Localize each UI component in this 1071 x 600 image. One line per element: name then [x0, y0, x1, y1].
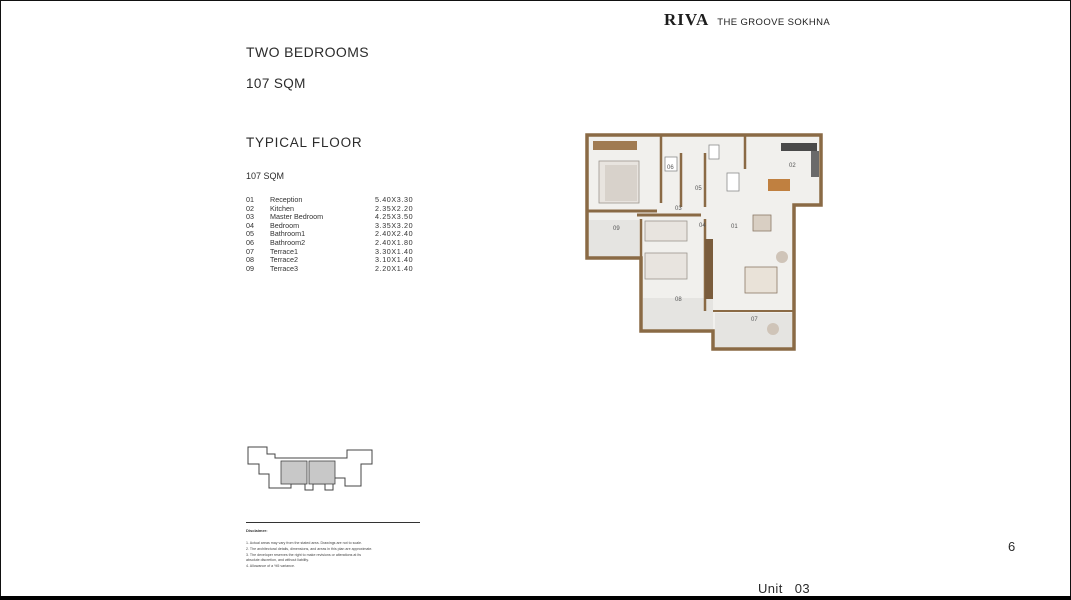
room-row: 01 Reception 5.40X3.30 [246, 195, 435, 205]
toilet-icon [664, 156, 678, 172]
room-dimensions: 2.40X1.80 [375, 237, 414, 247]
toilet-icon [726, 172, 740, 192]
floor-area: 107 SQM [246, 171, 285, 181]
kitchen-island-icon [768, 179, 790, 191]
plan-label-07: 07 [751, 317, 758, 323]
room-name: Bathroom2 [270, 237, 306, 247]
unit-number: 03 [794, 581, 810, 596]
terrace-1 [715, 313, 792, 347]
unit-text: Unit [758, 581, 783, 596]
highlighted-unit [308, 460, 336, 485]
kitchen-counter-icon [781, 143, 817, 151]
plan-label-04: 04 [699, 223, 706, 229]
armchair-icon [776, 251, 788, 263]
plan-label-08: 08 [675, 297, 682, 303]
page-bottom-border [0, 596, 1071, 600]
room-row: 08 Terrace2 3.10X1.40 [246, 256, 435, 265]
sofa-icon [744, 266, 778, 294]
room-name: Terrace3 [270, 263, 298, 273]
unit-area: 107 SQM [246, 76, 306, 91]
highlighted-unit [280, 460, 308, 485]
room-name: Terrace2 [270, 255, 298, 265]
room-dimensions: 2.20X1.40 [375, 263, 414, 273]
plan-label-05: 05 [695, 186, 702, 192]
wardrobe [593, 141, 637, 150]
room-number: 02 [246, 203, 254, 213]
room-dimensions: 2.35X2.20 [375, 203, 414, 213]
unit-label: Unit 03 [758, 581, 810, 596]
bed-icon [644, 252, 688, 280]
disclaimer-list: 1. Actual areas may vary from the stated… [246, 541, 426, 570]
key-plan [247, 446, 373, 491]
terrace-3 [589, 220, 639, 257]
disclaimer-item: 2. The architectural details, dimensions… [246, 546, 373, 551]
room-name: Bathroom1 [270, 229, 306, 239]
room-row: 09 Terrace3 2.20X1.40 [246, 263, 435, 274]
plan-label-02: 02 [789, 163, 796, 169]
room-dimensions: 2.40X2.40 [375, 229, 414, 239]
room-dimensions: 3.35X3.20 [375, 220, 414, 230]
bed-icon [644, 220, 688, 242]
terrace-2 [643, 298, 713, 329]
room-dimensions: 3.30X1.40 [375, 246, 414, 256]
bed-cover [605, 165, 637, 201]
room-number: 05 [246, 229, 254, 239]
sink-icon [708, 144, 720, 160]
plan-label-01: 01 [731, 224, 738, 230]
disclaimer-item: 1. Actual areas may vary from the stated… [246, 541, 363, 545]
wardrobe [705, 239, 713, 299]
room-row: 04 Bedroom 3.35X3.20 [246, 220, 435, 231]
disclaimer-item: absolute discretion, and without liabili… [246, 558, 309, 563]
brand-logo: RIVA [664, 10, 710, 29]
plan-label-03: 03 [675, 206, 682, 212]
brand-header: RIVA THE GROOVE SOKHNA [664, 10, 830, 30]
room-dimensions: 5.40X3.30 [375, 195, 414, 204]
room-number: 01 [246, 195, 254, 204]
room-number: 09 [246, 263, 254, 273]
room-row: 03 Master Bedroom 4.25X3.50 [246, 213, 435, 222]
floor-title: TYPICAL FLOOR [246, 135, 363, 150]
room-number: 06 [246, 237, 254, 247]
plan-label-09: 09 [613, 226, 620, 232]
unit-type-title: TWO BEDROOMS [246, 44, 370, 60]
room-row: 02 Kitchen 2.35X2.20 [246, 203, 435, 214]
kitchen-counter-icon [811, 151, 819, 177]
room-row: 05 Bathroom1 2.40X2.40 [246, 230, 435, 239]
disclaimer-title: Disclaimer: [246, 528, 268, 533]
room-number: 08 [246, 255, 254, 265]
room-name: Terrace1 [270, 246, 298, 256]
disclaimer-divider [246, 522, 420, 523]
plan-label-06: 06 [667, 165, 674, 171]
project-name: THE GROOVE SOKHNA [717, 17, 831, 28]
room-dimensions: 4.25X3.50 [375, 212, 414, 222]
disclaimer-item: 4. Allowance of a %5 variance. [246, 564, 295, 569]
floor-plan: 01 02 03 04 05 06 07 08 09 [585, 133, 823, 351]
room-name: Reception [270, 195, 303, 204]
plan-outer-wall [585, 133, 823, 351]
room-row: 07 Terrace1 3.30X1.40 [246, 246, 435, 257]
room-name: Bedroom [270, 220, 300, 230]
terrace-chair-icon [767, 323, 779, 335]
room-row: 06 Bathroom2 2.40X1.80 [246, 237, 435, 248]
room-name: Kitchen [270, 203, 294, 213]
room-name: Master Bedroom [270, 212, 324, 222]
room-number: 03 [246, 212, 254, 222]
disclaimer-item: 3. The developer reserves the right to m… [246, 552, 361, 557]
page-number: 6 [1008, 539, 1016, 554]
room-number: 07 [246, 246, 254, 256]
room-number: 04 [246, 220, 254, 230]
dining-table-icon [752, 214, 772, 232]
room-dimensions: 3.10X1.40 [375, 255, 414, 265]
